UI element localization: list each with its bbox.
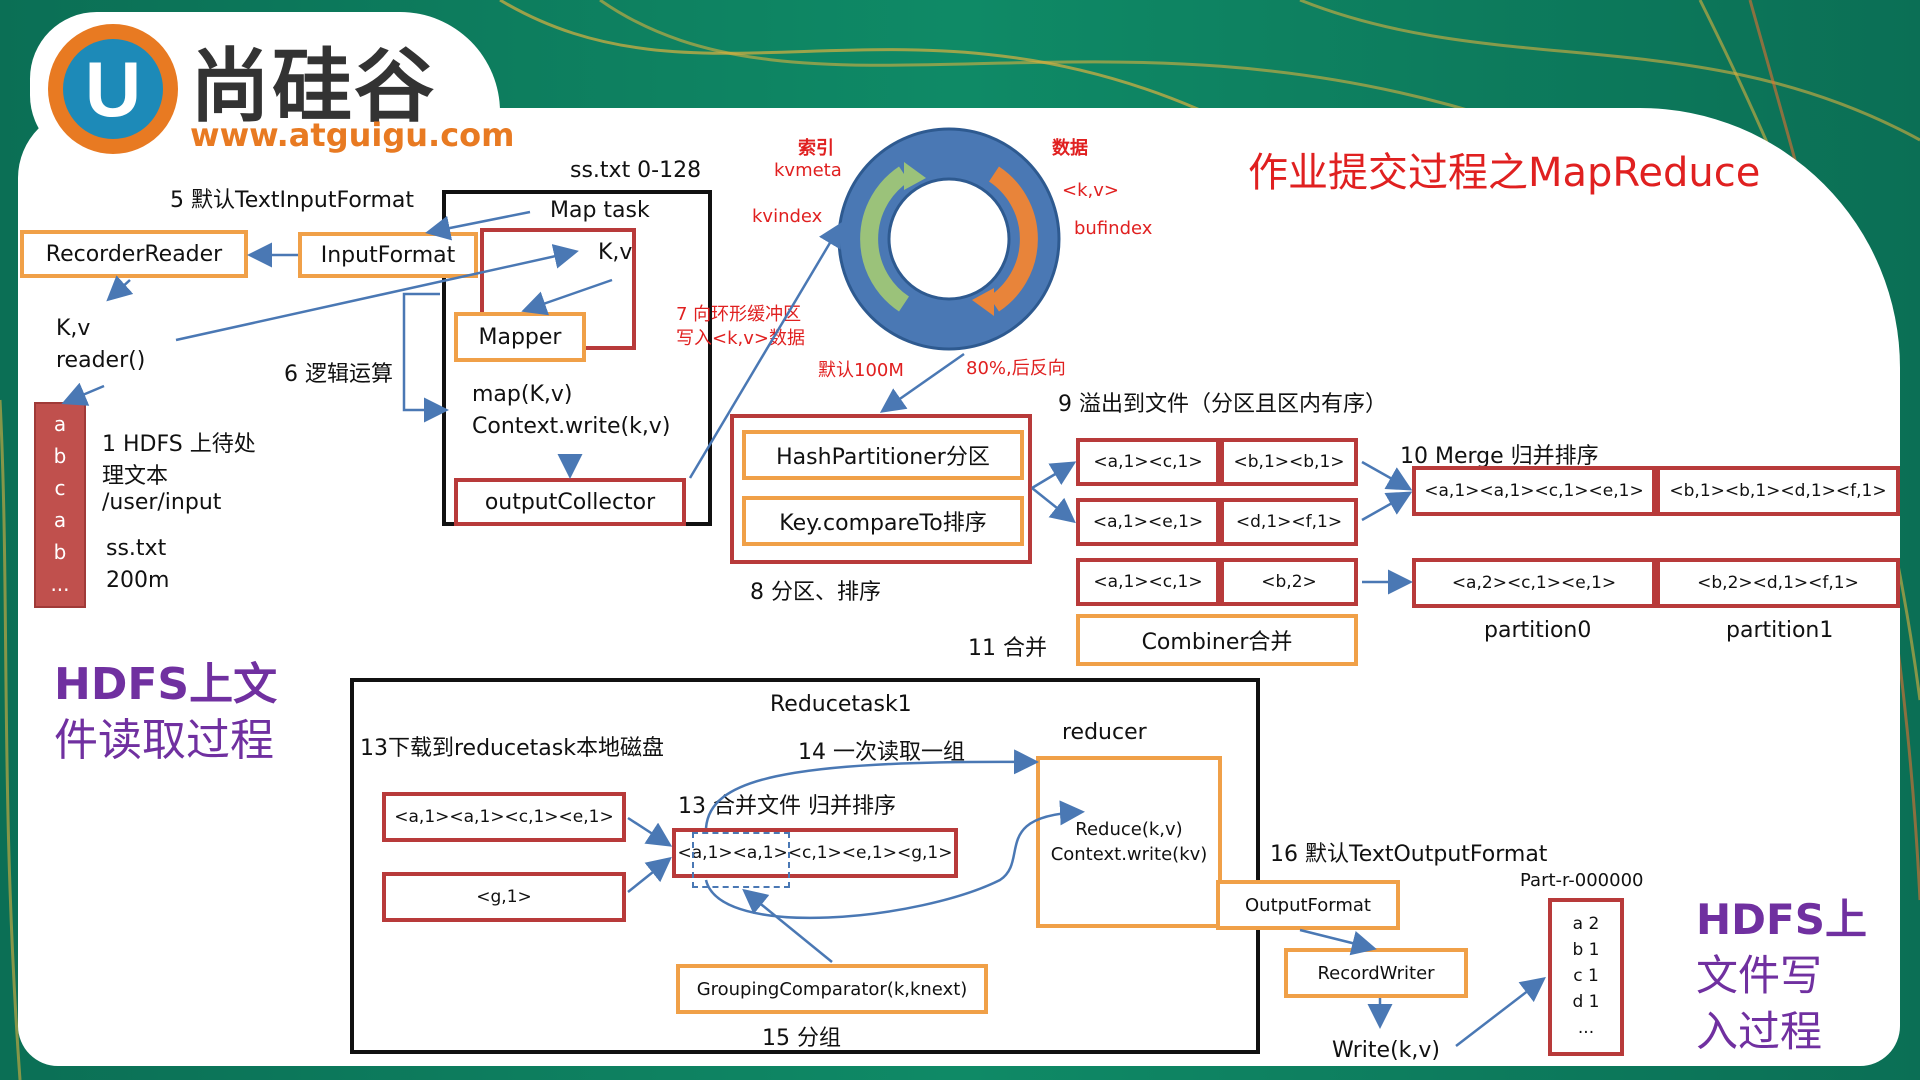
- map-fn-label: map(K,v): [472, 382, 573, 407]
- partition-sort-frame: [730, 414, 1032, 564]
- kv-label: K,v: [598, 240, 633, 265]
- hdfs-letter: b: [53, 444, 67, 468]
- ss-txt-size: 200m: [106, 568, 170, 593]
- ss-txt-label: ss.txt: [106, 536, 167, 561]
- reducetask-label: Reducetask1: [770, 692, 912, 717]
- merge-cell: <a,1><a,1><c,1><e,1>: [1412, 466, 1656, 516]
- reverse-label: 80%,后反向: [966, 358, 1066, 379]
- label-15: 15 分组: [762, 1026, 841, 1051]
- reduce-input-2: <g,1>: [382, 872, 626, 922]
- ss-txt-range: ss.txt 0-128: [570, 158, 702, 183]
- label-1-line1: 1 HDFS 上待处: [102, 432, 256, 457]
- output-line: a 2: [1572, 914, 1600, 934]
- label-5: 5 默认TextInputFormat: [170, 188, 414, 213]
- merge-cell: <b,1><b,1><d,1><f,1>: [1656, 466, 1900, 516]
- combined-cell: <a,2><c,1><e,1>: [1412, 558, 1656, 608]
- reduce-fn-label: Reduce(k,v): [1075, 819, 1183, 840]
- reduce-context-write-label: Context.write(kv): [1050, 844, 1208, 865]
- spill-cell: <a,1><c,1>: [1076, 438, 1220, 486]
- hdfs-letter: c: [54, 476, 66, 500]
- label-7-line1: 7 向环形缓冲区: [676, 304, 802, 325]
- mapper-box: Mapper: [454, 312, 586, 362]
- map-task-label: Map task: [550, 198, 650, 223]
- label-13-merge: 13 合并文件 归并排序: [678, 794, 896, 819]
- input-format-box: InputFormat: [298, 232, 478, 278]
- hdfs-read-caption-1: HDFS上文: [54, 659, 278, 710]
- reduce-input-1: <a,1><a,1><c,1><e,1>: [382, 792, 626, 842]
- hdfs-letter: ...: [50, 572, 70, 596]
- spill-cell: <b,2>: [1220, 558, 1358, 606]
- logo-mark: U: [48, 24, 178, 154]
- reader-label: reader(): [56, 348, 146, 373]
- output-collector-box: outputCollector: [454, 478, 686, 526]
- spill-cell: <a,1><e,1>: [1076, 498, 1220, 546]
- hdfs-letter: a: [53, 508, 67, 532]
- label-7-line2: 写入<k,v>数据: [676, 328, 805, 349]
- logo-url: www.atguigu.com: [190, 116, 515, 154]
- spill-cell: <d,1><f,1>: [1220, 498, 1358, 546]
- write-kv-label: Write(k,v): [1332, 1038, 1441, 1063]
- logo-cn-text: 尚硅谷: [190, 40, 436, 133]
- grouping-comparator-box: GroupingComparator(k,knext): [676, 964, 988, 1014]
- reducer-box: Reduce(k,v) Context.write(kv): [1036, 756, 1222, 928]
- record-writer-box: RecordWriter: [1284, 948, 1468, 998]
- current-group-highlight: [692, 832, 790, 888]
- hash-partitioner-box: HashPartitioner分区: [742, 430, 1024, 480]
- hdfs-write-caption-3: 入过程: [1696, 1007, 1823, 1056]
- kvmeta-label: kvmeta: [774, 160, 842, 181]
- label-8: 8 分区、排序: [750, 580, 881, 605]
- output-line: c 1: [1573, 966, 1599, 986]
- kv-label-left: K,v: [56, 316, 91, 341]
- hdfs-read-caption-2: 件读取过程: [54, 715, 274, 766]
- combined-cell: <b,2><d,1><f,1>: [1656, 558, 1900, 608]
- hdfs-letter: a: [53, 412, 67, 436]
- combiner-box: Combiner合并: [1076, 614, 1358, 666]
- partition1-label: partition1: [1726, 618, 1834, 643]
- part-file-label: Part-r-000000: [1520, 870, 1644, 891]
- partition0-label: partition0: [1484, 618, 1592, 643]
- label-1-line2: 理文本: [102, 464, 169, 489]
- label-16: 16 默认TextOutputFormat: [1270, 842, 1548, 867]
- output-line: b 1: [1572, 940, 1600, 960]
- kvindex-label: kvindex: [752, 206, 823, 227]
- output-line: d 1: [1572, 992, 1600, 1012]
- output-line: ...: [1577, 1018, 1595, 1038]
- recorder-reader-box: RecorderReader: [20, 230, 248, 278]
- label-14: 14 一次读取一组: [798, 740, 965, 765]
- label-6: 6 逻辑运算: [284, 362, 393, 387]
- label-1-line3: /user/input: [102, 490, 222, 515]
- label-13-download: 13下载到reducetask本地磁盘: [360, 736, 664, 761]
- label-9: 9 溢出到文件（分区且区内有序）: [1058, 392, 1387, 417]
- spill-cell: <b,1><b,1>: [1220, 438, 1358, 486]
- default-size-label: 默认100M: [818, 360, 904, 381]
- output-format-box: OutputFormat: [1216, 880, 1400, 930]
- key-compare-box: Key.compareTo排序: [742, 496, 1024, 546]
- reducetask-frame: [350, 678, 1260, 1054]
- ring-buffer: [837, 127, 1061, 351]
- reducer-label: reducer: [1062, 720, 1147, 745]
- logo: U 尚硅谷 www.atguigu.com: [30, 12, 514, 162]
- spill-cell: <a,1><c,1>: [1076, 558, 1220, 606]
- hdfs-write-caption-1: HDFS上: [1696, 895, 1867, 944]
- output-file: a 2 b 1 c 1 d 1 ...: [1548, 898, 1624, 1056]
- index-label: 索引: [798, 138, 834, 159]
- label-11: 11 合并: [968, 636, 1047, 661]
- data-label: 数据: [1052, 138, 1088, 159]
- kv-buffer-label: <k,v>: [1062, 180, 1119, 201]
- label-10: 10 Merge 归并排序: [1400, 444, 1599, 469]
- hdfs-write-caption-2: 文件写: [1696, 951, 1823, 1000]
- bufindex-label: bufindex: [1074, 218, 1153, 239]
- context-write-label: Context.write(k,v): [472, 414, 671, 439]
- page-title: 作业提交过程之MapReduce: [1248, 150, 1761, 196]
- hdfs-input-file: a b c a b ...: [34, 402, 86, 608]
- hdfs-letter: b: [53, 540, 67, 564]
